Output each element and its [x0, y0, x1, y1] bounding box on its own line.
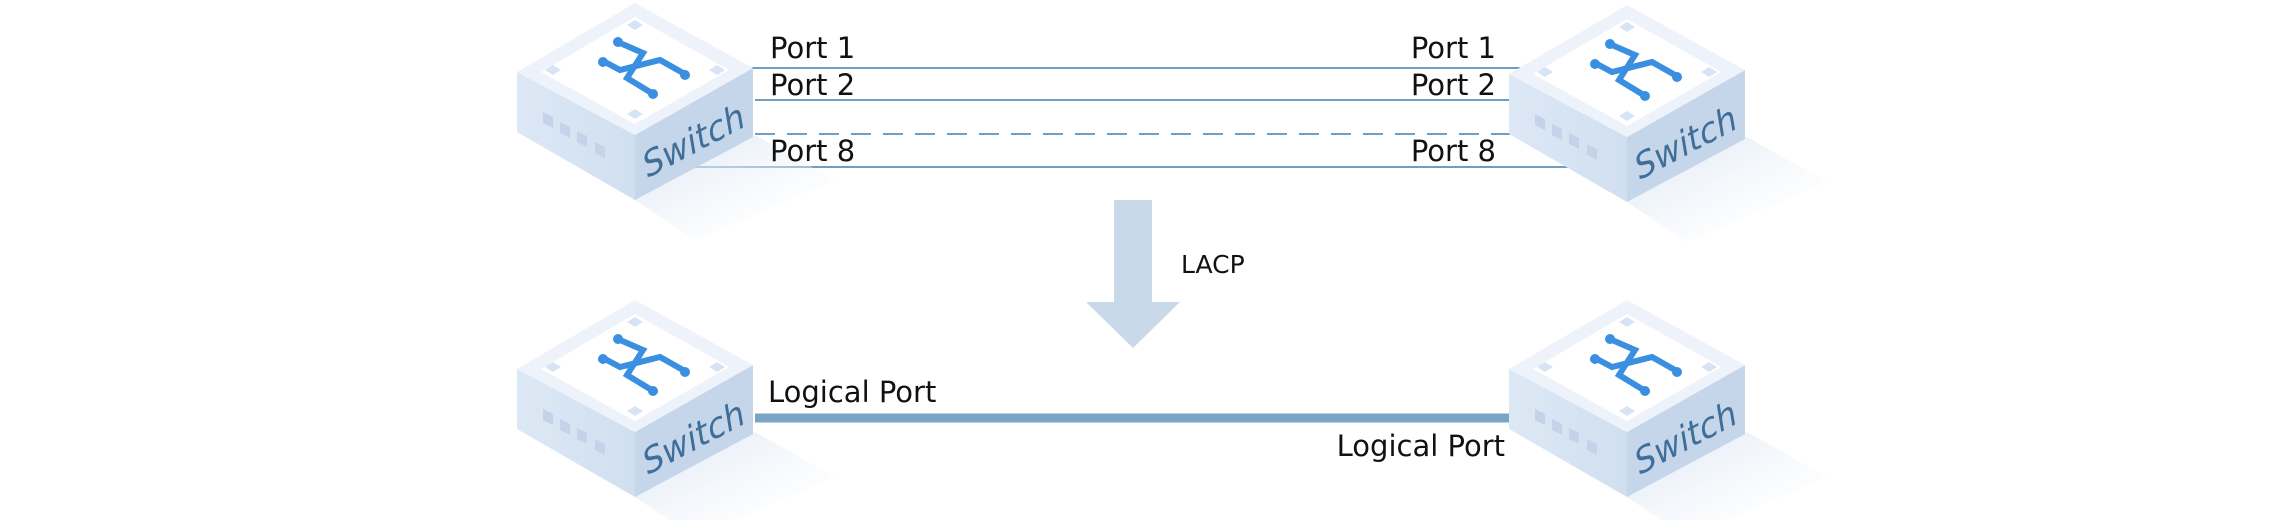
port-slot — [1535, 114, 1545, 130]
crossed-arrows-icon — [1590, 334, 1682, 396]
port-slot — [577, 131, 587, 147]
crossed-arrows-icon — [1590, 39, 1682, 101]
indicator-light — [1701, 362, 1717, 372]
port-slot — [1552, 419, 1562, 435]
indicator-light — [1619, 111, 1635, 121]
port-slot — [560, 419, 570, 435]
lacp-label: LACP — [1181, 250, 1245, 279]
switch-bottom-left: Switch — [517, 300, 835, 520]
switch-right-face — [1627, 365, 1745, 497]
port-slot — [1552, 124, 1562, 140]
indicator-light — [627, 406, 643, 416]
indicator-light — [627, 20, 643, 30]
port-slot — [1587, 439, 1597, 455]
right-port-2-label: Port 2 — [1411, 68, 1496, 102]
port-slot — [1535, 409, 1545, 425]
switch-top-left: Switch — [517, 3, 835, 240]
indicator-light — [1619, 22, 1635, 32]
switch-shadow — [635, 135, 835, 240]
indicator-light — [709, 65, 725, 75]
indicator-light — [1619, 406, 1635, 416]
crossed-arrows-icon — [598, 334, 690, 396]
switch-left-face — [1509, 369, 1627, 497]
left-port-2-label: Port 2 — [770, 68, 855, 102]
indicator-light — [627, 109, 643, 119]
switch-left-face — [517, 72, 635, 200]
switch-bottom-right: Switch — [1509, 300, 1827, 520]
port-slot — [543, 112, 553, 128]
port-slot — [1569, 428, 1579, 444]
left-logical-port-label: Logical Port — [768, 375, 936, 409]
left-port-1-label: Port 1 — [770, 31, 855, 65]
port-slot — [595, 142, 605, 158]
indicator-light — [1701, 67, 1717, 77]
right-port-8-label: Port 8 — [1411, 134, 1496, 168]
switch-right-face — [1627, 70, 1745, 202]
switch-left-face — [1509, 74, 1627, 202]
switch-right-face — [635, 68, 753, 200]
switch-shadow — [1627, 137, 1827, 242]
switch-shadow — [635, 432, 835, 520]
port-slot — [595, 439, 605, 455]
crossed-arrows-icon — [598, 37, 690, 99]
indicator-light — [1537, 362, 1553, 372]
indicator-light — [545, 362, 561, 372]
indicator-light — [545, 65, 561, 75]
right-logical-port-label: Logical Port — [1337, 429, 1505, 463]
left-port-8-label: Port 8 — [770, 134, 855, 168]
port-slot — [1569, 133, 1579, 149]
indicator-light — [1619, 317, 1635, 327]
right-port-1-label: Port 1 — [1411, 31, 1496, 65]
port-slot — [560, 122, 570, 138]
switch-left-face — [517, 369, 635, 497]
physical-links — [695, 67, 1575, 168]
port-slot — [543, 409, 553, 425]
indicator-light — [627, 317, 643, 327]
port-slot — [577, 428, 587, 444]
indicator-light — [709, 362, 725, 372]
indicator-light — [1537, 67, 1553, 77]
port-slot — [1587, 144, 1597, 160]
down-arrow-icon — [1086, 200, 1180, 348]
switch-top-right: Switch — [1509, 5, 1827, 242]
switch-right-face — [635, 365, 753, 497]
switch-shadow — [1627, 432, 1827, 520]
